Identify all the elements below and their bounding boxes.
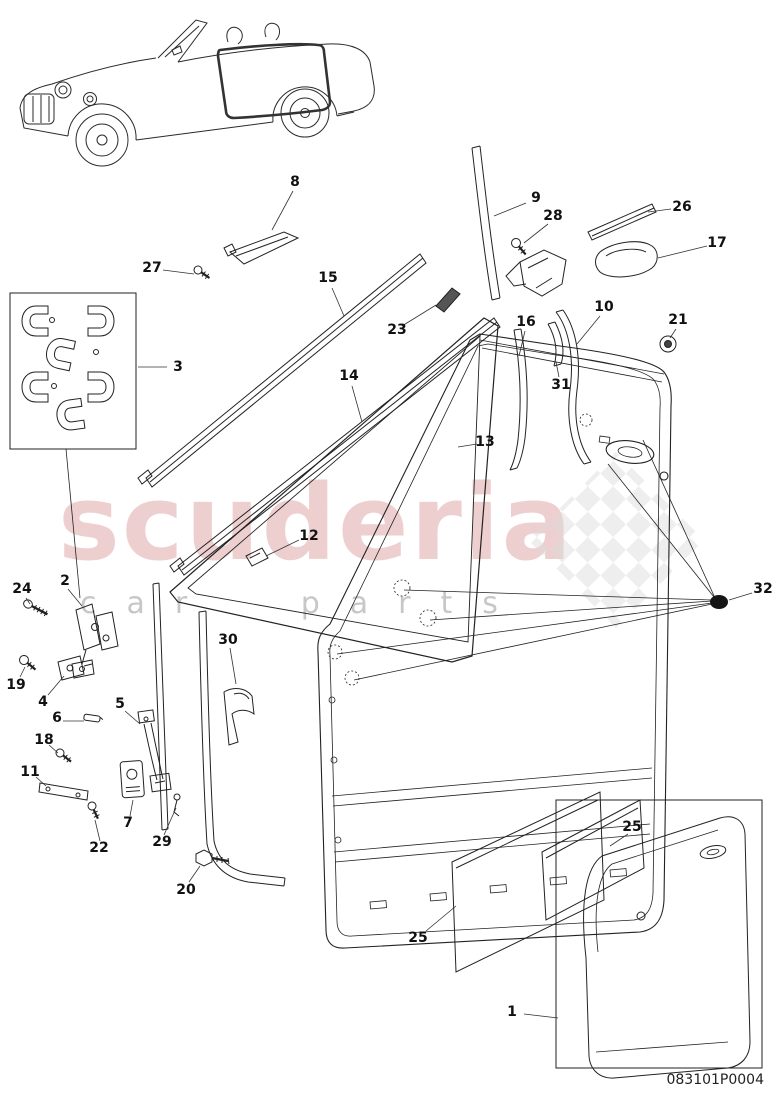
hinge-box (9, 292, 137, 599)
screw-28 (511, 238, 527, 256)
grommet-21 (659, 335, 677, 353)
door-shell (317, 333, 672, 949)
corner-trim-8 (223, 231, 300, 265)
leader-lines (19, 190, 753, 1019)
bracket-30 (223, 688, 255, 746)
upper-hinge (71, 603, 119, 679)
trim-strip-26 (587, 203, 657, 241)
pillar-junction-bracket (505, 249, 567, 297)
connector-dot-32 (710, 595, 728, 609)
trim-strip-14 (169, 317, 501, 576)
watermark-subtitle: car parts (80, 586, 528, 621)
window-frame-13 (169, 317, 499, 663)
door-check-5 (137, 709, 172, 793)
fan-lines-32 (336, 439, 716, 681)
bolt-20 (195, 849, 230, 867)
screw-22 (87, 801, 100, 820)
corner-bracket-12 (245, 547, 269, 567)
pillar-strip-9 (471, 145, 501, 301)
car-sketch (19, 19, 375, 167)
plate-11 (38, 782, 89, 801)
door-panel-box (555, 799, 763, 1079)
glass-run-seals-left (152, 582, 286, 887)
pin-6 (83, 713, 104, 723)
screw-24 (23, 599, 48, 617)
bracket-7 (119, 760, 145, 799)
end-cap-17 (595, 241, 658, 278)
checker-flag-watermark (528, 452, 704, 628)
channel-16 (509, 328, 528, 471)
wedge-23 (435, 287, 461, 313)
screw-27 (193, 265, 211, 280)
sound-pad-25a (451, 791, 605, 973)
lower-hinge-bracket (57, 655, 93, 681)
seal-10 (555, 309, 592, 465)
screw-18 (55, 748, 72, 763)
catalog-number: 083101P0004 (666, 1072, 764, 1088)
trim-strip-15 (137, 253, 427, 488)
screw-19 (19, 655, 37, 671)
sound-pad-25b (541, 799, 645, 921)
clip-29 (173, 793, 181, 817)
